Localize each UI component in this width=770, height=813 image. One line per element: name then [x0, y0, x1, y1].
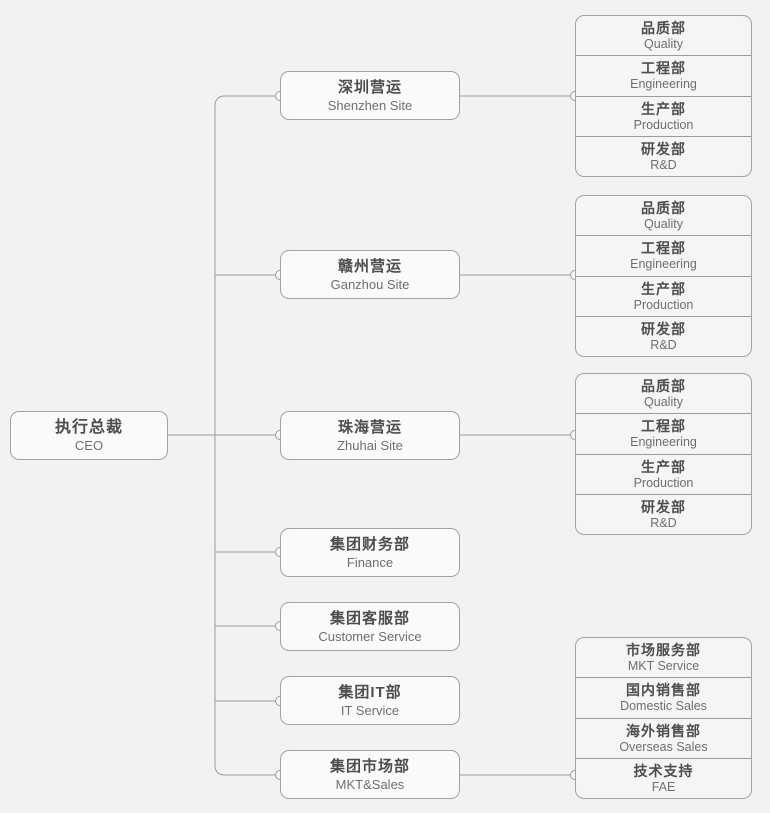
stack-zhuhai-departments: 品质部 Quality 工程部 Engineering 生产部 Producti… [575, 373, 752, 535]
node-production[interactable]: 生产部 Production [576, 275, 751, 316]
node-domestic-sales[interactable]: 国内销售部 Domestic Sales [576, 677, 751, 717]
node-title-en: Domestic Sales [620, 699, 707, 714]
node-title-en: Shenzhen Site [327, 97, 413, 113]
node-title-en: Ganzhou Site [330, 276, 410, 292]
node-overseas-sales[interactable]: 海外销售部 Overseas Sales [576, 717, 751, 758]
node-engineering[interactable]: 工程部 Engineering [576, 55, 751, 95]
stack-shenzhen-departments: 品质部 Quality 工程部 Engineering 生产部 Producti… [575, 15, 752, 177]
node-it-service[interactable]: 集团IT部 IT Service [280, 676, 460, 725]
node-title-en: R&D [650, 337, 677, 352]
node-title-en: Production [633, 297, 694, 312]
node-title-zh: 集团财务部 [329, 535, 410, 553]
node-engineering[interactable]: 工程部 Engineering [576, 413, 751, 453]
node-title-zh: 生产部 [641, 458, 686, 475]
node-title-en: Quality [644, 217, 683, 232]
node-title-zh: 研发部 [641, 140, 686, 157]
node-title-en: Production [633, 117, 694, 132]
node-ceo[interactable]: 执行总裁 CEO [10, 411, 168, 460]
node-mkt-sales[interactable]: 集团市场部 MKT&Sales [280, 750, 460, 799]
node-engineering[interactable]: 工程部 Engineering [576, 235, 751, 275]
node-fae[interactable]: 技术支持 FAE [576, 757, 751, 798]
stack-ganzhou-departments: 品质部 Quality 工程部 Engineering 生产部 Producti… [575, 195, 752, 357]
node-ceo-title-en: CEO [74, 437, 104, 453]
node-title-en: MKT&Sales [335, 776, 405, 792]
node-rnd[interactable]: 研发部 R&D [576, 493, 751, 534]
node-customer-service[interactable]: 集团客服部 Customer Service [280, 602, 460, 651]
node-title-en: Quality [644, 37, 683, 52]
node-title-en: IT Service [340, 702, 400, 718]
node-title-zh: 集团IT部 [338, 683, 402, 701]
node-quality[interactable]: 品质部 Quality [576, 16, 751, 55]
node-title-en: Engineering [630, 77, 697, 92]
node-title-zh: 研发部 [641, 320, 686, 337]
node-title-zh: 市场服务部 [626, 642, 701, 659]
node-title-en: R&D [650, 157, 677, 172]
node-title-zh: 深圳营运 [337, 78, 402, 96]
node-title-zh: 国内销售部 [626, 682, 701, 699]
node-title-zh: 生产部 [641, 280, 686, 297]
node-production[interactable]: 生产部 Production [576, 95, 751, 136]
node-title-en: Engineering [630, 257, 697, 272]
node-finance[interactable]: 集团财务部 Finance [280, 528, 460, 577]
node-quality[interactable]: 品质部 Quality [576, 374, 751, 413]
node-title-en: Engineering [630, 435, 697, 450]
node-title-en: Production [633, 475, 694, 490]
node-production[interactable]: 生产部 Production [576, 453, 751, 494]
node-title-zh: 海外销售部 [626, 722, 701, 739]
node-title-zh: 生产部 [641, 100, 686, 117]
node-title-zh: 珠海营运 [337, 418, 402, 436]
node-title-en: Customer Service [318, 628, 422, 644]
node-title-en: R&D [650, 515, 677, 530]
node-shenzhen-site[interactable]: 深圳营运 Shenzhen Site [280, 71, 460, 120]
node-title-en: Finance [346, 554, 394, 570]
node-title-zh: 研发部 [641, 498, 686, 515]
node-title-zh: 赣州营运 [337, 257, 402, 275]
node-title-zh: 工程部 [641, 60, 686, 77]
node-title-en: Overseas Sales [619, 739, 708, 754]
node-ganzhou-site[interactable]: 赣州营运 Ganzhou Site [280, 250, 460, 299]
node-rnd[interactable]: 研发部 R&D [576, 135, 751, 176]
node-title-zh: 品质部 [641, 20, 686, 37]
node-quality[interactable]: 品质部 Quality [576, 196, 751, 235]
node-zhuhai-site[interactable]: 珠海营运 Zhuhai Site [280, 411, 460, 460]
node-title-zh: 工程部 [641, 240, 686, 257]
node-title-en: MKT Service [627, 659, 700, 674]
stack-marketing-departments: 市场服务部 MKT Service 国内销售部 Domestic Sales 海… [575, 637, 752, 799]
node-title-zh: 品质部 [641, 378, 686, 395]
node-title-en: FAE [651, 779, 676, 794]
node-title-zh: 集团市场部 [329, 757, 410, 775]
node-title-en: Quality [644, 395, 683, 410]
node-title-zh: 品质部 [641, 200, 686, 217]
node-title-zh: 集团客服部 [329, 609, 410, 627]
node-title-zh: 技术支持 [633, 762, 694, 779]
node-ceo-title-zh: 执行总裁 [54, 418, 123, 436]
node-title-zh: 工程部 [641, 418, 686, 435]
node-rnd[interactable]: 研发部 R&D [576, 315, 751, 356]
node-title-en: Zhuhai Site [337, 437, 403, 453]
node-mkt-service[interactable]: 市场服务部 MKT Service [576, 638, 751, 677]
